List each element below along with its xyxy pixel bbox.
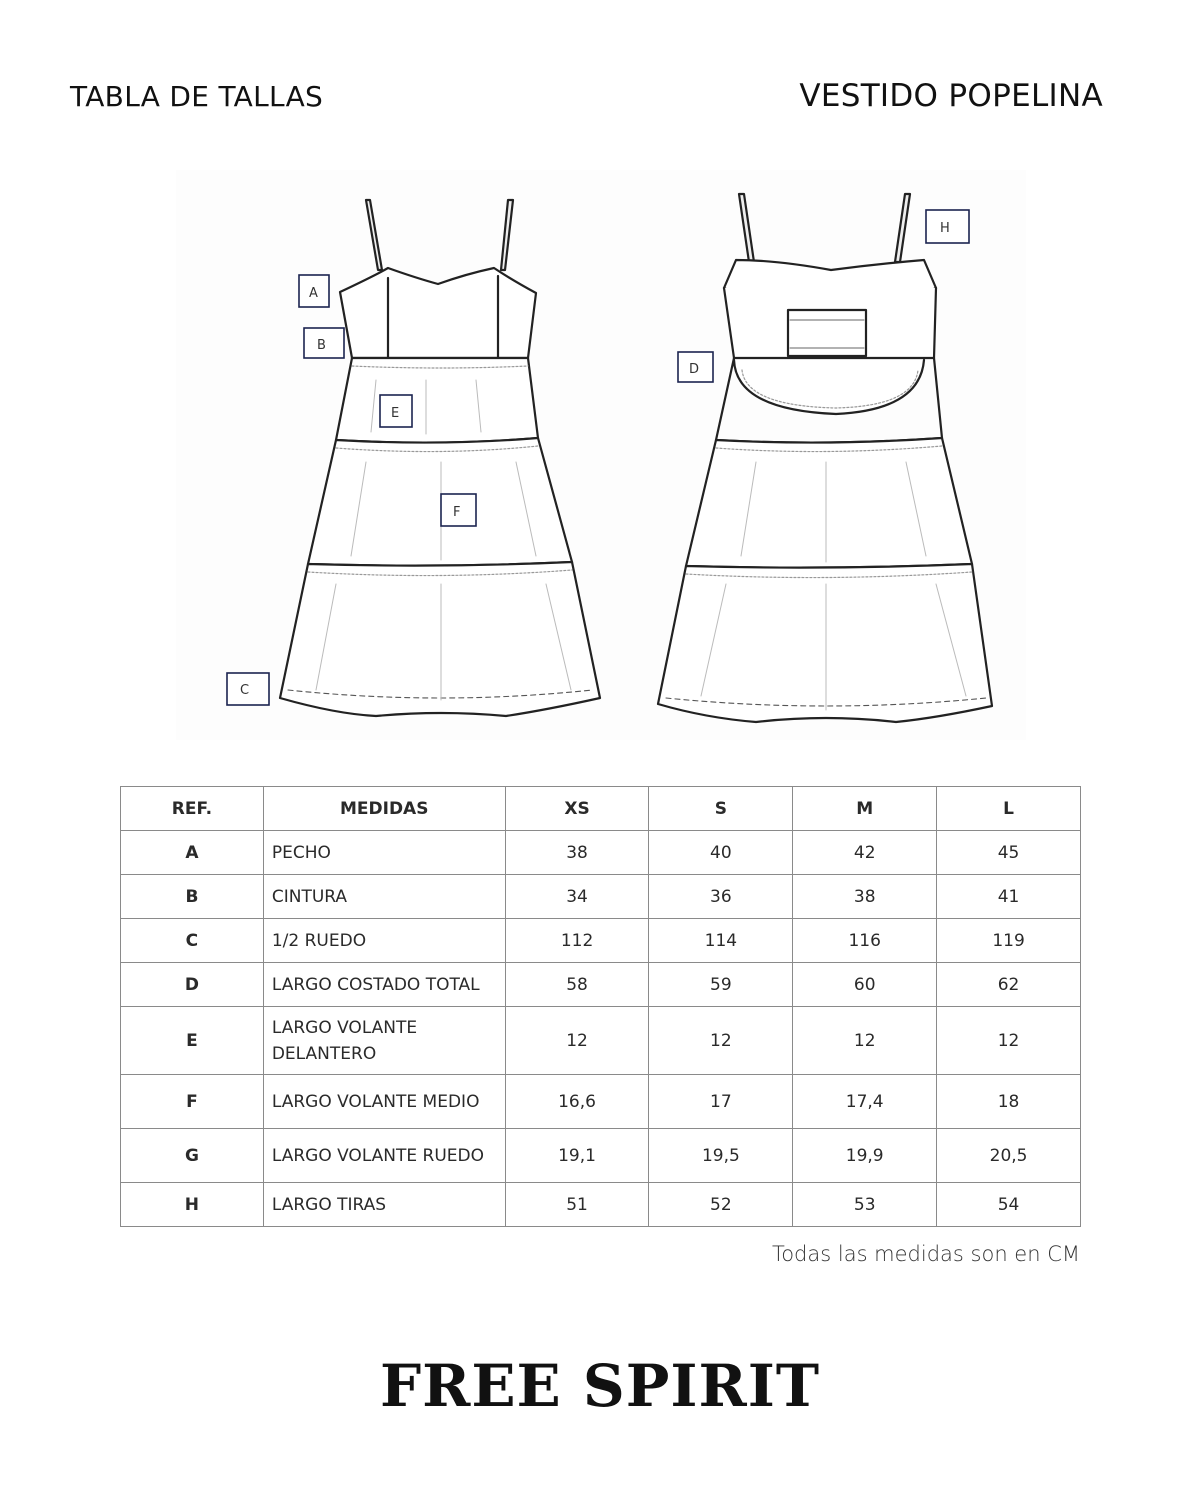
cell-m: 42 <box>792 830 938 875</box>
cell-s: 40 <box>648 830 794 875</box>
cell-xs: 112 <box>504 918 650 963</box>
cell-s: 36 <box>648 874 794 919</box>
cell-m: 38 <box>792 874 938 919</box>
svg-text:A: A <box>309 286 318 301</box>
cell-m: 12 <box>792 1006 938 1075</box>
cell-m: 17,4 <box>792 1074 938 1129</box>
dress-front-view <box>278 198 602 718</box>
cell-s: 17 <box>648 1074 794 1129</box>
cell-s: 12 <box>648 1006 794 1075</box>
size-table: REF. MEDIDAS XS S M L A PECHO 38 40 42 4… <box>120 786 1081 1227</box>
cell-xs: 58 <box>504 962 650 1007</box>
cell-m: 116 <box>792 918 938 963</box>
table-row: B CINTURA 34 36 38 41 <box>120 874 1081 919</box>
table-row: D LARGO COSTADO TOTAL 58 59 60 62 <box>120 962 1081 1007</box>
cell-l: 54 <box>936 1182 1081 1227</box>
col-xs: XS <box>504 786 650 831</box>
label-e: E <box>379 394 413 428</box>
cell-medida: CINTURA <box>262 874 506 919</box>
cell-xs: 19,1 <box>504 1128 650 1183</box>
cell-ref: G <box>120 1128 264 1183</box>
cell-medida: LARGO VOLANTE DELANTERO <box>262 1006 506 1075</box>
col-l: L <box>936 786 1081 831</box>
svg-text:D: D <box>689 362 699 377</box>
col-ref: REF. <box>120 786 264 831</box>
label-h: H <box>925 209 970 244</box>
cell-l: 45 <box>936 830 1081 875</box>
table-row: A PECHO 38 40 42 45 <box>120 830 1081 875</box>
cell-m: 60 <box>792 962 938 1007</box>
cell-l: 41 <box>936 874 1081 919</box>
label-b: B <box>303 327 345 359</box>
table-row: E LARGO VOLANTE DELANTERO 12 12 12 12 <box>120 1006 1081 1075</box>
table-header-row: REF. MEDIDAS XS S M L <box>120 786 1081 831</box>
cell-xs: 34 <box>504 874 650 919</box>
col-medidas: MEDIDAS <box>262 786 506 831</box>
cell-xs: 38 <box>504 830 650 875</box>
cell-ref: A <box>120 830 264 875</box>
dress-technical-drawing: A B E F C D H <box>176 170 1026 740</box>
cell-medida: LARGO TIRAS <box>262 1182 506 1227</box>
cell-medida: LARGO COSTADO TOTAL <box>262 962 506 1007</box>
cell-l: 12 <box>936 1006 1081 1075</box>
svg-text:C: C <box>240 683 249 698</box>
label-d: D <box>677 351 714 383</box>
table-row: C 1/2 RUEDO 112 114 116 119 <box>120 918 1081 963</box>
brand-logo: FREE SPIRIT <box>379 1352 821 1420</box>
label-a: A <box>298 274 330 308</box>
dress-sketch-svg: A B E F C D H <box>226 192 994 724</box>
cell-ref: E <box>120 1006 264 1075</box>
cell-s: 19,5 <box>648 1128 794 1183</box>
cell-l: 18 <box>936 1074 1081 1129</box>
cell-l: 62 <box>936 962 1081 1007</box>
cell-xs: 51 <box>504 1182 650 1227</box>
cell-medida: LARGO VOLANTE MEDIO <box>262 1074 506 1129</box>
cell-m: 19,9 <box>792 1128 938 1183</box>
label-f: F <box>440 493 477 527</box>
label-c: C <box>226 672 270 706</box>
cell-s: 114 <box>648 918 794 963</box>
table-row: G LARGO VOLANTE RUEDO 19,1 19,5 19,9 20,… <box>120 1128 1081 1183</box>
svg-text:E: E <box>391 406 399 421</box>
dress-back-view <box>656 192 994 724</box>
cell-xs: 12 <box>504 1006 650 1075</box>
cell-ref: D <box>120 962 264 1007</box>
table-row: F LARGO VOLANTE MEDIO 16,6 17 17,4 18 <box>120 1074 1081 1129</box>
cell-medida: PECHO <box>262 830 506 875</box>
cell-medida: LARGO VOLANTE RUEDO <box>262 1128 506 1183</box>
units-note: Todas las medidas son en CM <box>771 1242 1080 1266</box>
cell-m: 53 <box>792 1182 938 1227</box>
cell-s: 52 <box>648 1182 794 1227</box>
cell-l: 20,5 <box>936 1128 1081 1183</box>
table-row: H LARGO TIRAS 51 52 53 54 <box>120 1182 1081 1227</box>
cell-ref: C <box>120 918 264 963</box>
col-m: M <box>792 786 938 831</box>
product-title: VESTIDO POPELINA <box>799 78 1103 114</box>
cell-ref: B <box>120 874 264 919</box>
cell-s: 59 <box>648 962 794 1007</box>
cell-medida: 1/2 RUEDO <box>262 918 506 963</box>
svg-text:B: B <box>317 338 326 353</box>
cell-ref: F <box>120 1074 264 1129</box>
cell-xs: 16,6 <box>504 1074 650 1129</box>
svg-text:H: H <box>940 221 950 236</box>
svg-text:F: F <box>453 505 460 520</box>
col-s: S <box>648 786 794 831</box>
cell-ref: H <box>120 1182 264 1227</box>
cell-l: 119 <box>936 918 1081 963</box>
page-title: TABLA DE TALLAS <box>70 80 324 113</box>
